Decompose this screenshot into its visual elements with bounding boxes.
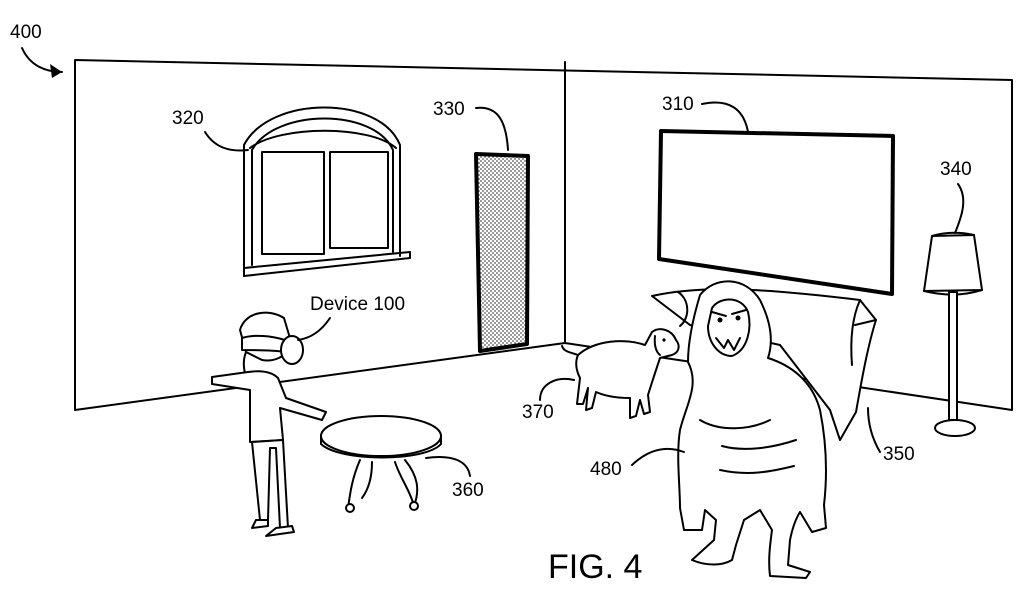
monster-leader-line <box>632 449 684 465</box>
window-leader-line <box>205 132 248 150</box>
television: 310 <box>659 94 893 294</box>
table-label: 360 <box>452 480 484 501</box>
lamp-label: 340 <box>940 159 972 180</box>
lamp-leader-line <box>955 184 963 233</box>
dog-label: 370 <box>522 402 554 423</box>
tv-label: 310 <box>662 94 694 115</box>
room-reference: 400 <box>10 22 62 78</box>
door-label: 330 <box>433 99 465 120</box>
arched-window: 320 <box>172 108 410 277</box>
device-leader-line <box>298 318 330 340</box>
couch-label: 350 <box>883 444 915 465</box>
monster-label: 480 <box>590 459 622 480</box>
room-label: 400 <box>10 22 42 43</box>
couch-leader-line <box>868 408 880 452</box>
person-with-headset: Device 100 <box>212 294 405 536</box>
dog: 370 <box>522 329 679 423</box>
table-leader-line <box>426 457 470 476</box>
device-label: Device 100 <box>310 294 405 315</box>
dog-leader-line <box>540 379 574 400</box>
doorway: 330 <box>433 99 528 351</box>
door-leader-line <box>476 108 508 150</box>
tv-leader-line <box>702 102 748 132</box>
window-label: 320 <box>172 108 204 129</box>
floor-lamp: 340 <box>924 159 982 436</box>
round-table: 360 <box>321 416 484 512</box>
arrowhead-icon <box>50 64 62 78</box>
figure-caption: FIG. 4 <box>548 548 642 586</box>
